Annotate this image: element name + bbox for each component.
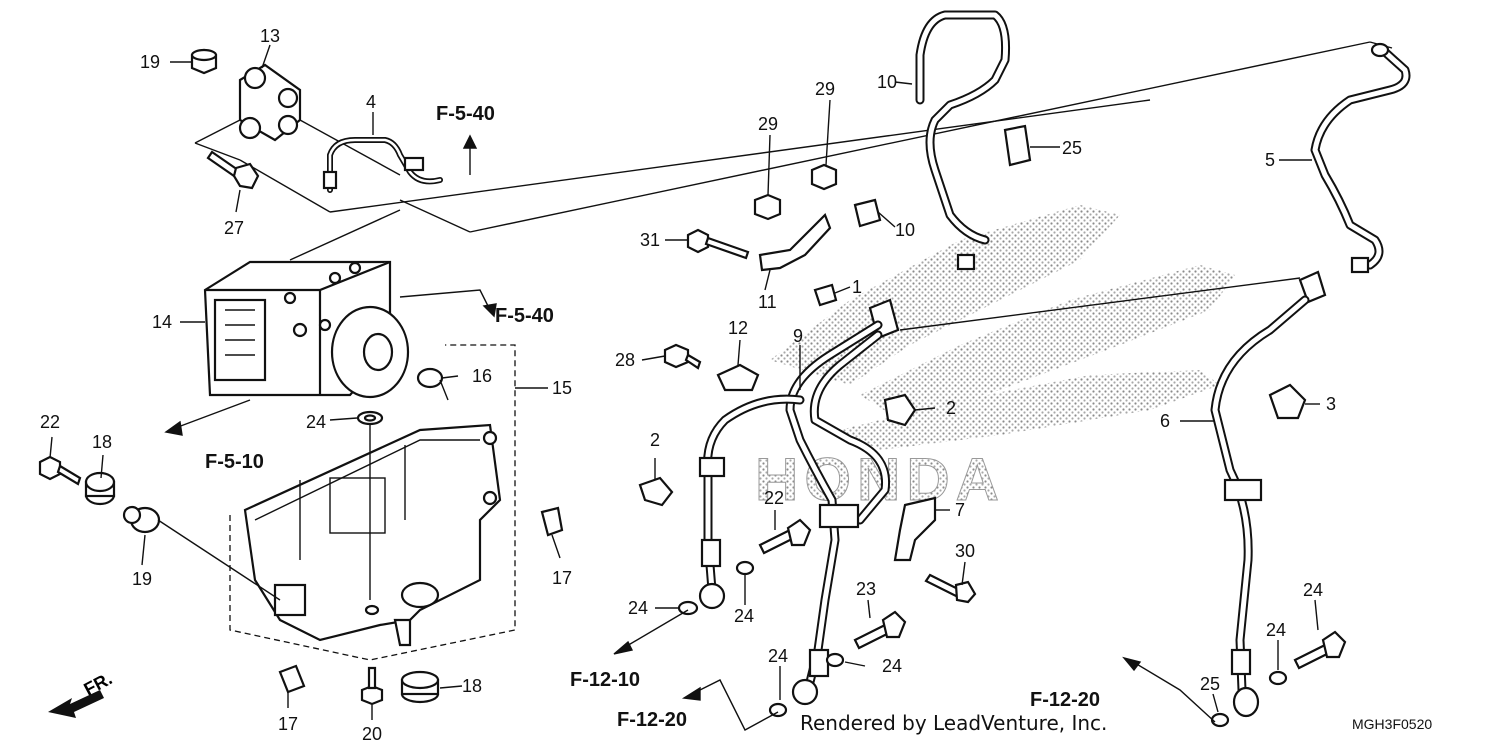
part-label-24-e: 24 [1266,620,1286,640]
washer-23[interactable] [356,410,384,600]
part-label-18-upper: 18 [92,432,112,452]
clamp-3[interactable] [1268,383,1307,420]
part-label-3: 3 [1326,394,1336,414]
bolt-27[interactable] [206,150,260,190]
part-label-22-mid: 23 [856,579,876,599]
clamp-2-lower[interactable] [638,476,674,507]
clip-1[interactable] [813,283,838,307]
diagram-code: MGH3F0520 [1352,716,1433,732]
clip-25[interactable] [1003,124,1032,167]
part-label-24-a: 24 [628,598,648,618]
part-label-27: 27 [224,218,244,238]
part-label-24-b: 24 [734,606,754,626]
part-number-labels: 19 13 4 27 14 22 18 19 16 15 24 17 17 18… [40,26,1336,744]
part-label-20: 20 [362,724,382,744]
brake-hose-8[interactable] [698,298,900,706]
front-direction-arrow: FR. [48,668,115,718]
part-label-9: 10 [877,72,897,92]
bolt-30[interactable] [924,573,977,604]
collar-19[interactable] [122,505,281,601]
footer-credit: Rendered by LeadVenture, Inc. [800,711,1108,735]
ref-f-12-20-right: F-12-20 [1030,689,1100,711]
nut-26[interactable] [190,48,218,75]
part-label-4: 4 [366,92,376,112]
callout-leaders [49,44,1320,720]
part-label-6: 6 [1160,411,1170,431]
part-label-30: 30 [955,541,975,561]
part-label-21: 22 [40,412,60,432]
part-label-14: 14 [152,312,172,332]
brake-hose-6[interactable] [1210,270,1327,718]
part-label-29-right: 29 [815,79,835,99]
part-label-17-right: 17 [552,568,572,588]
clamp-11[interactable] [758,213,832,272]
nut-17-right[interactable] [540,506,564,537]
part-label-23: 24 [306,412,326,432]
ref-f-12-20-left: F-12-20 [617,709,687,731]
stay-7[interactable] [893,496,937,562]
ref-f-5-40-top: F-5-40 [436,103,495,125]
part-label-31: 31 [640,230,660,250]
bolt-28[interactable] [663,343,702,370]
part-label-25: 25 [1062,138,1082,158]
bolt-22-left[interactable] [758,518,812,555]
part-label-7: 7 [955,500,965,520]
grommet-18-upper[interactable] [84,471,116,506]
bolt-16[interactable] [416,367,449,401]
direction-label: FR. [80,668,115,699]
joint-12[interactable] [716,363,760,392]
part-label-11: 11 [758,292,777,312]
part-label-24-f: 25 [1200,674,1220,694]
bolt-21[interactable] [38,455,82,486]
part-label-17-bottom: 17 [278,714,298,734]
part-label-2-upper: 2 [946,398,956,418]
part-label-22-left: 22 [764,488,784,508]
leader-lines [289,41,1393,331]
ref-f-12-10: F-12-10 [570,669,640,691]
part-label-18-lower: 18 [462,676,482,696]
brake-hose-5[interactable] [1310,47,1411,274]
part-label-22-right: 24 [1303,580,1323,600]
clamp-10[interactable] [853,198,882,228]
bolt-22-right[interactable] [1293,630,1347,670]
part-label-12: 12 [728,318,748,338]
part-label-24-d: 24 [768,646,788,666]
part-label-8: 9 [793,326,803,346]
part-label-1: 1 [852,277,862,297]
bolt-29-right[interactable] [810,163,838,191]
part-label-29-left: 29 [758,114,778,134]
abs-modulator[interactable] [203,260,410,399]
clamp-2-upper[interactable] [883,393,917,427]
part-label-24-c: 24 [882,656,902,676]
part-label-26: 19 [140,52,160,72]
ref-f-5-10: F-5-10 [205,451,264,473]
reference-labels: F-5-40 F-5-40 F-5-10 F-12-10 F-12-20 F-1… [205,103,1100,731]
bolt-29-left[interactable] [753,193,782,221]
part-label-16: 16 [472,366,492,386]
grommet-18-lower[interactable] [400,670,440,704]
bolt-31[interactable] [686,228,750,260]
bracket-lines-13 [194,119,401,213]
bolt-22-mid[interactable] [853,610,907,650]
brake-joint-block[interactable] [238,63,302,142]
abs-bracket-15[interactable] [229,344,516,661]
part-label-5: 5 [1265,150,1275,170]
part-label-13: 13 [260,26,280,46]
part-label-15: 15 [552,378,572,398]
reference-arrows [164,134,1216,731]
brake-pipe-4[interactable] [322,137,443,193]
part-label-28: 28 [615,350,635,370]
bolt-20[interactable] [360,666,384,706]
part-label-2-lower: 2 [650,430,660,450]
nut-17-bottom[interactable] [278,664,306,694]
ref-f-5-40-right: F-5-40 [495,305,554,327]
part-label-10: 10 [895,220,915,240]
washers-24[interactable] [677,42,1390,728]
part-label-19: 19 [132,569,152,589]
brake-hose-9[interactable] [915,10,1010,271]
